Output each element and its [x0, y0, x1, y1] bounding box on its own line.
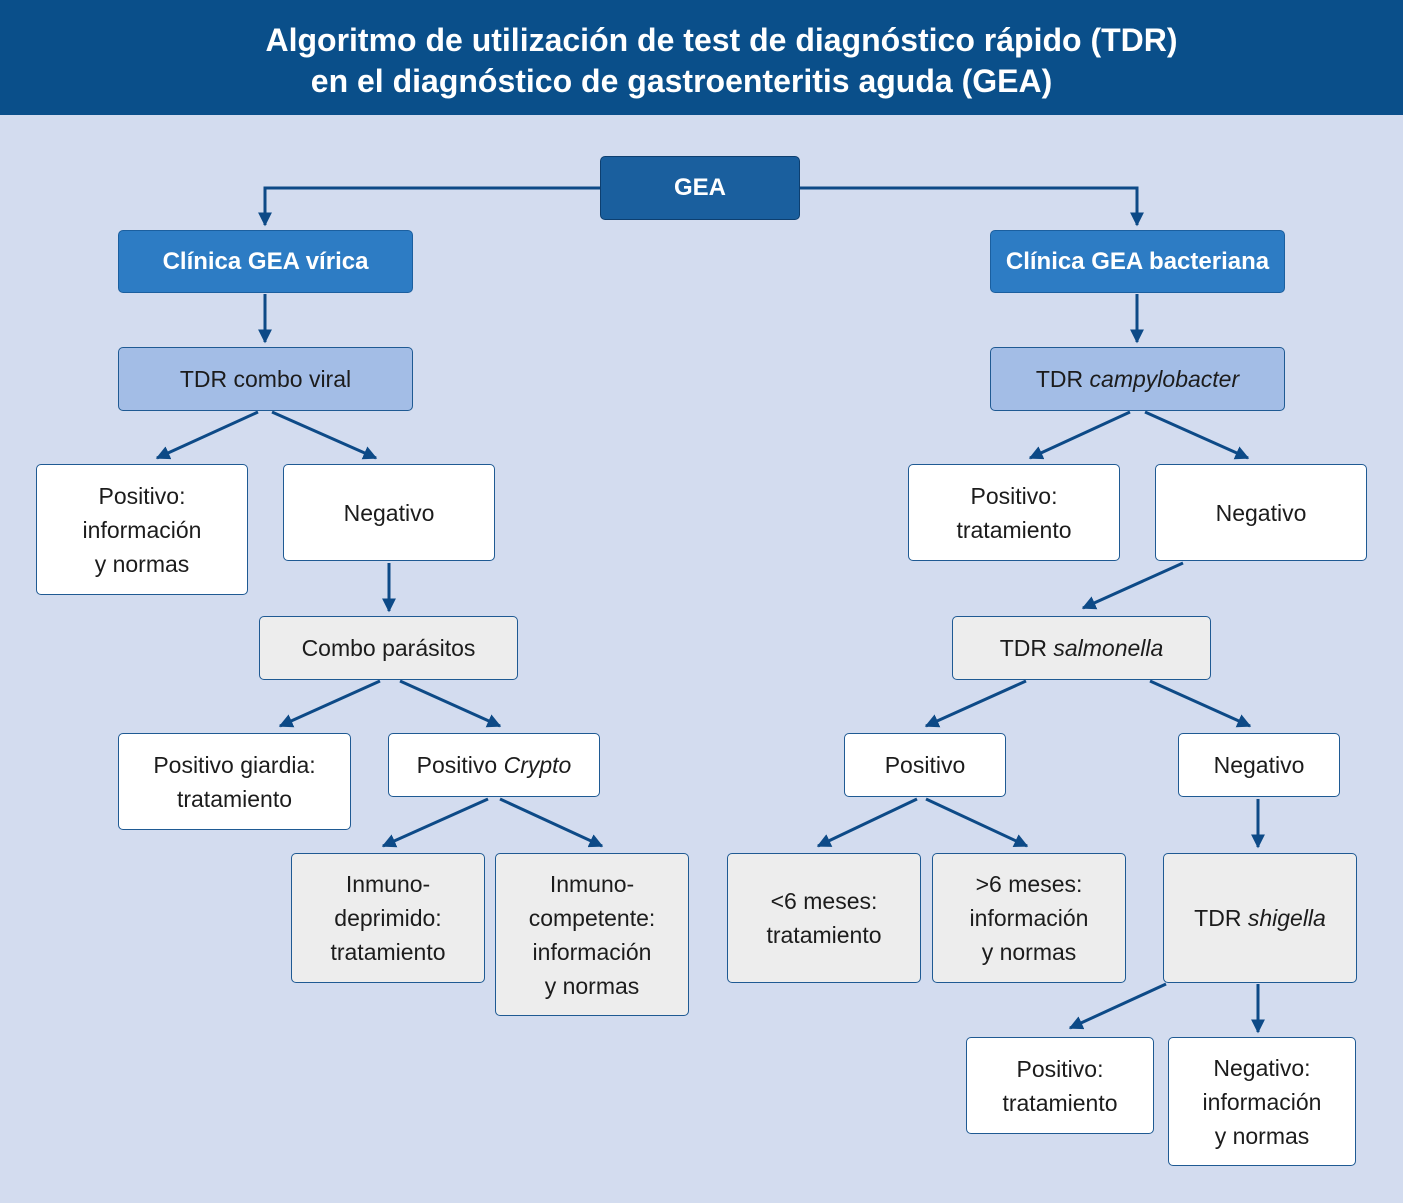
- node-viral-negativo-label: Negativo: [343, 499, 435, 526]
- edge-combo-viral-to-negativo: [271, 410, 378, 460]
- title-line-1: Algoritmo de utilización de test de diag…: [265, 22, 1178, 58]
- node-positivo-crypto-text: Positivo Crypto: [417, 748, 572, 782]
- node-tdr-combo-viral-label: TDR combo viral: [179, 366, 352, 392]
- node-campylobacter-negativo: Negativo: [1155, 464, 1367, 561]
- node-tdr-salmonella: TDR salmonella: [952, 616, 1211, 680]
- node-gea: GEA: [600, 156, 800, 220]
- node-viral-positivo-line-2: información: [82, 516, 202, 543]
- node-positivo-giardia-line-1: Positivo giardia:: [153, 751, 316, 778]
- node-positivo-crypto-prefix: Positivo: [416, 752, 498, 778]
- node-mas-6-meses: >6 meses: información y normas: [932, 853, 1126, 983]
- node-combo-parasitos-label: Combo parásitos: [301, 635, 476, 661]
- node-shigella-positivo: Positivo: tratamiento: [966, 1037, 1154, 1134]
- edge-positivo-to-menos-6: [816, 797, 918, 848]
- node-tdr-campylobacter-text: TDR campylobacter: [1036, 362, 1239, 396]
- node-tdr-salmonella-italic: salmonella: [1053, 635, 1164, 661]
- node-shigella-positivo-line-2: tratamiento: [1002, 1089, 1118, 1116]
- node-salmonella-positivo: Positivo: [844, 733, 1006, 797]
- node-inmunodeprimido-line-1: Inmuno-: [345, 871, 431, 897]
- node-mas-6-meses-line-2: información: [969, 905, 1089, 931]
- node-salmonella-negativo-label: Negativo: [1213, 752, 1305, 778]
- node-shigella-positivo-line-1: Positivo:: [1016, 1055, 1104, 1082]
- node-inmunodeprimido-line-3: tratamiento: [330, 939, 446, 965]
- node-menos-6-meses-line-1: <6 meses:: [770, 888, 878, 914]
- node-inmunocompetente-line-1: Inmuno-: [549, 870, 635, 897]
- node-campylobacter-negativo-label: Negativo: [1215, 499, 1307, 526]
- edge-negativo-to-salmonella: [1081, 561, 1184, 610]
- node-tdr-campylobacter: TDR campylobacter: [990, 347, 1285, 411]
- node-salmonella-positivo-label: Positivo: [884, 752, 966, 778]
- node-tdr-salmonella-prefix: TDR: [999, 635, 1047, 661]
- node-viral-positivo-line-3: y normas: [94, 550, 190, 577]
- node-menos-6-meses: <6 meses: tratamiento: [727, 853, 921, 983]
- edge-crypto-to-inmunodeprimido: [381, 797, 489, 848]
- edge-campylobacter-to-positivo: [1028, 410, 1131, 460]
- node-clinica-gea-bacteriana: Clínica GEA bacteriana: [990, 230, 1285, 293]
- node-campylobacter-positivo-line-1: Positivo:: [970, 482, 1058, 509]
- node-viral-positivo-line-1: Positivo:: [98, 482, 186, 509]
- node-combo-parasitos: Combo parásitos: [259, 616, 518, 680]
- node-positivo-crypto-italic: Crypto: [503, 752, 572, 778]
- title-line-2: en el diagnóstico de gastroenteritis agu…: [310, 63, 1053, 99]
- node-viral-positivo: Positivo: información y normas: [36, 464, 248, 595]
- node-mas-6-meses-line-3: y normas: [981, 939, 1077, 965]
- node-shigella-negativo-line-1: Negativo:: [1213, 1054, 1311, 1081]
- node-inmunocompetente-line-3: información: [532, 938, 652, 965]
- edge-combo-viral-to-positivo: [155, 410, 259, 460]
- node-inmunocompetente-line-4: y normas: [544, 972, 640, 999]
- node-campylobacter-positivo-line-2: tratamiento: [956, 516, 1072, 543]
- edge-parasitos-to-giardia: [278, 679, 381, 728]
- node-campylobacter-positivo: Positivo: tratamiento: [908, 464, 1120, 561]
- node-tdr-combo-viral: TDR combo viral: [118, 347, 413, 411]
- node-clinica-gea-bacteriana-label: Clínica GEA bacteriana: [1005, 247, 1270, 275]
- node-inmunodeprimido-line-2: deprimido:: [334, 905, 442, 931]
- node-gea-label: GEA: [673, 174, 726, 201]
- node-positivo-crypto: Positivo Crypto: [388, 733, 600, 797]
- node-positivo-giardia: Positivo giardia: tratamiento: [118, 733, 351, 830]
- edge-salmonella-to-positivo: [924, 679, 1027, 728]
- node-menos-6-meses-line-2: tratamiento: [766, 922, 882, 948]
- edge-parasitos-to-crypto: [399, 679, 502, 728]
- node-tdr-campylobacter-italic: campylobacter: [1089, 366, 1240, 392]
- node-salmonella-negativo: Negativo: [1178, 733, 1340, 797]
- edge-crypto-to-inmunocompetente: [499, 797, 604, 848]
- node-mas-6-meses-line-1: >6 meses:: [975, 871, 1083, 897]
- edge-salmonella-to-negativo: [1149, 679, 1252, 728]
- edge-positivo-to-mas-6: [925, 797, 1029, 848]
- node-tdr-shigella: TDR shigella: [1163, 853, 1357, 983]
- node-inmunocompetente-line-2: competente:: [528, 904, 656, 931]
- edge-gea-to-bacteriana: [800, 186, 1144, 227]
- edge-shigella-to-positivo: [1068, 982, 1167, 1030]
- node-positivo-giardia-line-2: tratamiento: [176, 785, 293, 812]
- node-clinica-gea-virica-label: Clínica GEA vírica: [162, 247, 369, 275]
- node-tdr-shigella-italic: shigella: [1247, 905, 1326, 931]
- node-tdr-salmonella-text: TDR salmonella: [1000, 631, 1164, 665]
- node-shigella-negativo: Negativo: información y normas: [1168, 1037, 1356, 1166]
- node-shigella-negativo-line-2: información: [1202, 1088, 1322, 1115]
- node-tdr-shigella-text: TDR shigella: [1194, 901, 1326, 935]
- edge-gea-to-virica: [258, 186, 600, 227]
- node-tdr-campylobacter-prefix: TDR: [1035, 366, 1084, 392]
- node-clinica-gea-virica: Clínica GEA vírica: [118, 230, 413, 293]
- title-banner: Algoritmo de utilización de test de diag…: [0, 0, 1403, 115]
- node-inmunodeprimido: Inmuno- deprimido: tratamiento: [291, 853, 485, 983]
- node-viral-negativo: Negativo: [283, 464, 495, 561]
- edge-campylobacter-to-negativo: [1144, 410, 1250, 460]
- node-inmunocompetente: Inmuno- competente: información y normas: [495, 853, 689, 1016]
- node-shigella-negativo-line-3: y normas: [1214, 1122, 1310, 1149]
- node-tdr-shigella-prefix: TDR: [1194, 905, 1242, 931]
